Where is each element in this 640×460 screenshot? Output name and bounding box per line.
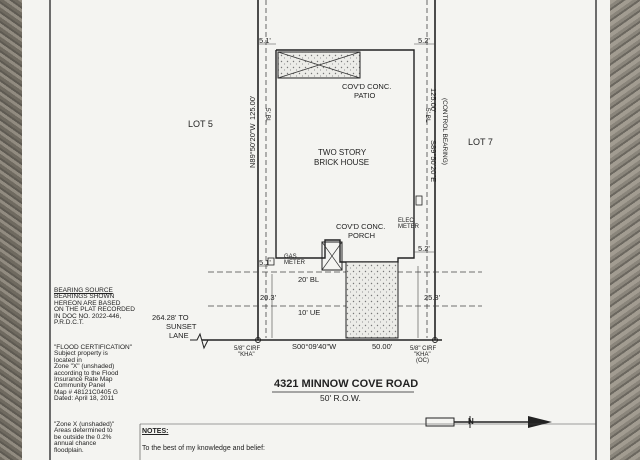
patio-label-line1: COV'D CONC. — [342, 82, 392, 91]
iron-right-line1: 5/8" CIRF — [410, 346, 437, 352]
plat-drawing — [49, 0, 597, 460]
dim-front-setback-right: 25.3' — [424, 293, 441, 302]
bearing-source-line: P.R.D.C.T. — [54, 319, 84, 327]
bearing-source-line: IN DOC NO. 2022-446, — [54, 312, 122, 320]
left-length: 125.00' — [248, 95, 257, 120]
flood-cert-line: Insurance Rate Map — [54, 376, 113, 384]
porch-label-line2: PORCH — [348, 231, 376, 240]
dim-left-top: 5.1' — [259, 36, 271, 45]
sunset-distance-line1: 264.28' TO — [152, 313, 189, 322]
patio-label-line2: PATIO — [354, 91, 376, 100]
left-bearing: N89°50'20"W — [248, 123, 257, 168]
elec-meter-label-line2: METER — [398, 224, 419, 230]
bearing-source-line: HEREON ARE BASED — [54, 299, 121, 307]
iron-right-line2: "KHA" — [414, 352, 431, 358]
flood-cert-line: "FLOOD CERTIFICATION" — [54, 344, 133, 351]
dim-front-setback-left: 20.3' — [260, 293, 277, 302]
zone-x-line: "Zone X (unshaded)" — [54, 421, 115, 428]
flood-certification-note: "FLOOD CERTIFICATION"Subject property is… — [54, 344, 133, 403]
dim-right-front: 5.2' — [418, 244, 430, 253]
dim-left-front: 5.1' — [259, 258, 271, 267]
front-bl-label: 20' BL — [298, 275, 320, 284]
control-bearing-label: (CONTROL BEARING) — [441, 98, 448, 165]
bearing-source-line: BEARING SOURCE — [54, 287, 113, 294]
flood-cert-line: Dated: April 18, 2011 — [54, 395, 115, 403]
road-row: 50' R.O.W. — [320, 393, 361, 403]
house-outline — [275, 49, 415, 263]
ue-label: 10' UE — [298, 308, 321, 317]
iron-left-line2: "KHA" — [238, 352, 255, 358]
bearing-source-line: BEARINGS SHOWN — [54, 293, 115, 301]
gas-meter-symbol — [267, 257, 275, 266]
zone-x-line: be outside the 0.2% — [54, 433, 112, 441]
flood-cert-line: located in — [54, 356, 82, 364]
right-bearing: S89°50'20"E — [429, 140, 438, 183]
elec-meter-label-line1: ELEC — [398, 218, 414, 224]
porch-box — [321, 241, 343, 271]
iron-left-line1: 5/8" CIRF — [234, 346, 261, 352]
porch-label-line1: COV'D CONC. — [336, 222, 386, 231]
house-label-line2: BRICK HOUSE — [314, 158, 370, 167]
flood-cert-line: according to the Flood — [54, 369, 119, 377]
lot-7-label: LOT 7 — [468, 137, 493, 147]
break-line — [190, 332, 258, 350]
front-bearing: S00°09'40"W — [292, 342, 337, 351]
iron-right-line3: (OC) — [416, 358, 429, 364]
gas-meter-label-line2: METER — [284, 260, 305, 266]
flood-cert-line: Map # 48121C0405 G — [54, 388, 118, 396]
driveway — [345, 261, 399, 339]
side-bl-left: 5' BL — [264, 108, 271, 123]
zone-x-line: annual chance — [54, 440, 97, 448]
bearing-source-line: ON THE PLAT RECORDED — [54, 306, 135, 314]
side-bl-right: 5' BL — [424, 108, 431, 123]
road-name: 4321 MINNOW COVE ROAD — [274, 378, 419, 390]
flood-cert-line: Community Panel — [54, 382, 106, 390]
drawing-frame — [49, 0, 597, 460]
elec-meter-symbol — [415, 195, 423, 206]
north-arrow-icon — [425, 416, 552, 428]
sunset-distance-line3: LANE — [169, 331, 189, 340]
iron-rod-left — [255, 337, 261, 343]
front-length: 50.00' — [372, 342, 393, 351]
gas-meter-label-line1: GAS — [284, 254, 297, 260]
zone-x-line: Areas determined to — [54, 427, 113, 435]
lot-5-label: LOT 5 — [188, 119, 213, 129]
sunset-distance-line2: SUNSET — [166, 322, 197, 331]
notes-text: To the best of my knowledge and belief: — [142, 445, 265, 452]
iron-rod-right — [432, 337, 438, 343]
house-label-line1: TWO STORY — [318, 148, 367, 157]
zone-x-line: floodplain. — [54, 446, 84, 454]
flood-cert-line: Subject property is — [54, 350, 108, 358]
survey-plat-sheet: LOT 5 LOT 7 TWO STORY BRICK HOUSE COV'D … — [22, 0, 610, 460]
countertop-background-left — [0, 0, 24, 460]
flood-cert-line: Zone "X" (unshaded) — [54, 363, 115, 371]
dim-right-top: 5.2' — [418, 36, 430, 45]
notes-heading: NOTES: — [142, 428, 169, 435]
countertop-background-right — [606, 0, 640, 460]
north-arrow-letter: N — [468, 417, 474, 426]
